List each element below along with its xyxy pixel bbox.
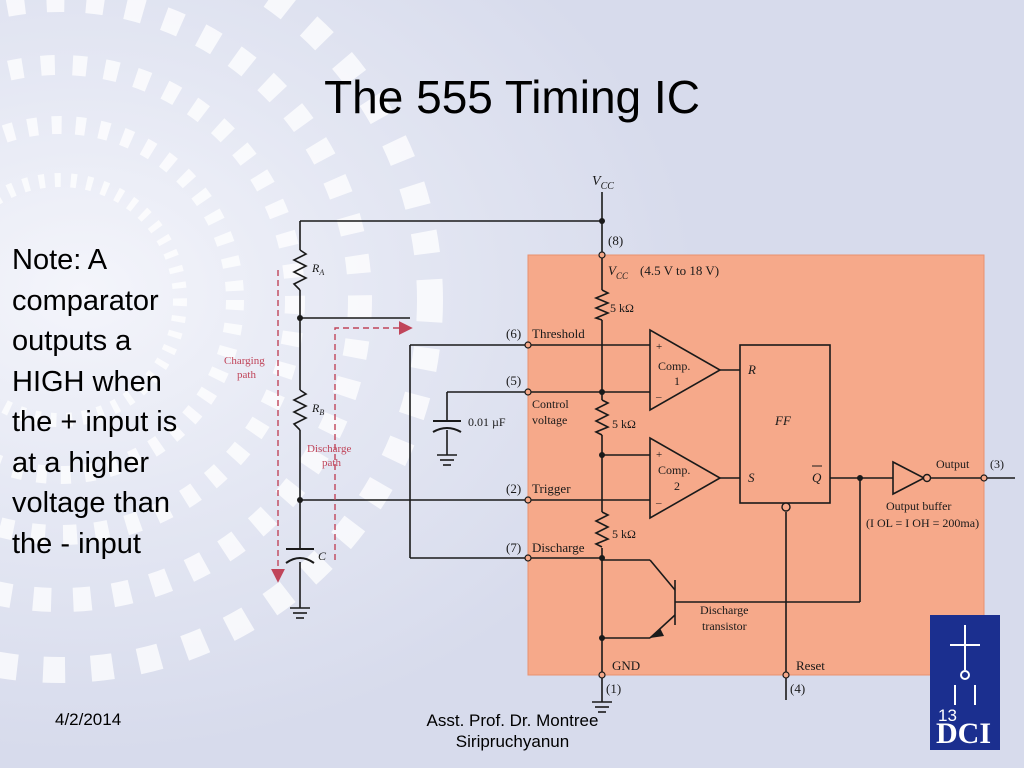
label-control-2: voltage <box>532 413 567 427</box>
pin-4: (4) <box>790 681 805 696</box>
svg-text:+: + <box>656 341 662 353</box>
ff-label: FF <box>774 413 792 428</box>
label-output-buffer: Output buffer <box>886 499 951 513</box>
charging-path-label-2: path <box>237 369 256 381</box>
resistor-ra <box>292 249 308 291</box>
dci-logo: DCI <box>930 615 1000 750</box>
resistor-5k-bot <box>594 511 610 548</box>
comparator-2 <box>649 436 722 520</box>
flip-flop <box>739 344 831 504</box>
footer-date: 4/2/2014 <box>55 710 122 729</box>
comp2-label-2: 2 <box>674 479 680 493</box>
svg-text:S: S <box>748 470 755 485</box>
slide-number: 13 <box>938 706 957 725</box>
svg-text:+: + <box>656 449 662 461</box>
capacitor-control <box>432 420 462 433</box>
label-buffer-spec: (I OL = I OH = 200ma) <box>866 516 979 530</box>
q-bar-label: Q <box>812 470 822 485</box>
res-mid-value: 5 kΩ <box>612 417 636 431</box>
label-rb: RB <box>311 401 324 417</box>
capacitor-c <box>285 548 315 564</box>
pin-3: (3) <box>990 457 1004 471</box>
resistor-5k-mid <box>594 399 610 436</box>
reset-bubble <box>781 502 791 512</box>
res-bot-value: 5 kΩ <box>612 527 636 541</box>
label-gnd: GND <box>612 658 640 673</box>
res-top-value: 5 kΩ <box>610 301 634 315</box>
pin-5: (5) <box>506 373 521 388</box>
comparator-1 <box>649 328 722 412</box>
label-ra: RA <box>311 261 324 277</box>
logo-text: DCI <box>936 717 991 750</box>
label-dis-transistor-1: Discharge <box>700 603 748 617</box>
output-buffer <box>892 460 926 496</box>
wires <box>290 192 1015 713</box>
svg-text:–: – <box>655 497 662 509</box>
label-discharge: Discharge <box>532 540 585 555</box>
label-control-1: Control <box>532 397 569 411</box>
label-threshold: Threshold <box>532 326 585 341</box>
comp1-label-2: 1 <box>674 374 680 388</box>
comp1-label-1: Comp. <box>658 359 690 373</box>
vcc-range: (4.5 V to 18 V) <box>640 263 719 278</box>
label-reset: Reset <box>796 658 825 673</box>
resistor-rb <box>292 389 308 431</box>
pin-2: (2) <box>506 481 521 496</box>
comp2-label-1: Comp. <box>658 463 690 477</box>
pin-8: (8) <box>608 233 623 248</box>
pin-7: (7) <box>506 540 521 555</box>
label-dis-transistor-2: transistor <box>702 619 747 633</box>
svg-text:VCC: VCC <box>608 263 629 281</box>
label-trigger: Trigger <box>532 481 571 496</box>
discharge-path-label-2: path <box>322 457 341 469</box>
svg-text:VCC: VCC <box>592 174 614 192</box>
svg-text:R: R <box>747 362 756 377</box>
discharge-path-arrow <box>334 321 413 560</box>
label-c: C <box>318 549 327 563</box>
charging-path-label-1: Charging <box>224 355 265 367</box>
discharge-path-label-1: Discharge <box>307 443 352 455</box>
label-output: Output <box>936 457 970 471</box>
resistor-5k-top <box>593 289 611 321</box>
cap-control-value: 0.01 µF <box>468 415 506 429</box>
slide-title: The 555 Timing IC <box>324 71 700 123</box>
pin-6: (6) <box>506 326 521 341</box>
author-line-2: Siripruchyanun <box>455 732 570 751</box>
pin-1: (1) <box>606 681 621 696</box>
comparator-note: Note: A comparator outputs a HIGH when t… <box>12 244 178 560</box>
footer-author: Asst. Prof. Dr. Montree Siripruchyanun <box>410 710 615 752</box>
svg-text:–: – <box>655 391 662 403</box>
author-line-1: Asst. Prof. Dr. Montree <box>426 711 599 730</box>
